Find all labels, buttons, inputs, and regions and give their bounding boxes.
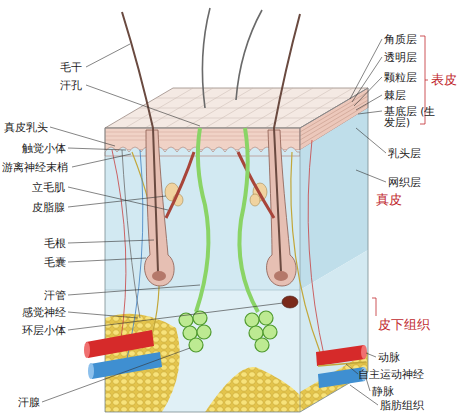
- artery-end: [84, 342, 90, 358]
- part-label: 游离神经末梢: [2, 162, 68, 173]
- vein: [90, 352, 162, 379]
- autonomic-nerve: [318, 362, 366, 366]
- part-label: 基底层 (生发层): [384, 106, 442, 128]
- part-label: 颗粒层: [384, 72, 417, 83]
- sweat-duct: [196, 128, 208, 312]
- bracket: [372, 298, 376, 316]
- hair-bulb: [274, 271, 288, 281]
- part-label: 毛囊: [44, 257, 66, 268]
- hair-bulb: [152, 271, 166, 281]
- part-label: 毛干: [60, 62, 82, 73]
- region-label: 表皮: [431, 73, 457, 87]
- leader-lines: [42, 39, 386, 405]
- part-label: 环层小体: [22, 325, 66, 336]
- part-label: 立毛肌: [32, 182, 65, 193]
- capillary: [308, 140, 325, 360]
- artery-end: [361, 345, 367, 359]
- subcutaneous-layer: [105, 290, 300, 412]
- part-label: 真皮乳头: [4, 122, 48, 133]
- arrector-pili: [166, 152, 194, 218]
- artery: [316, 345, 365, 366]
- hair-shaft: [236, 10, 262, 100]
- part-label: 毛根: [44, 238, 66, 249]
- part-label: 角质层: [384, 34, 417, 45]
- artery: [86, 330, 154, 358]
- vein: [318, 367, 365, 388]
- region-label: 真皮: [376, 193, 402, 207]
- part-label: 动脉: [378, 352, 400, 363]
- vein-end: [88, 363, 94, 379]
- part-label: 汗腺: [18, 397, 40, 408]
- part-label: 静脉: [372, 386, 394, 397]
- hair-shaft: [274, 14, 300, 272]
- hair-shaft: [202, 8, 210, 108]
- part-label: 网织层: [388, 177, 421, 188]
- part-label: 感觉神经: [22, 307, 66, 318]
- pacinian-corpuscle: [282, 296, 298, 308]
- motor-nerve: [291, 152, 320, 352]
- hair-shaft: [122, 12, 158, 272]
- part-label: 透明层: [384, 52, 417, 63]
- region-label: 皮下组织: [378, 318, 430, 332]
- part-label: 棘层: [384, 90, 406, 101]
- part-label: 脂肪组织: [380, 400, 424, 411]
- part-label: 乳头层: [388, 148, 421, 159]
- part-label: 汗管: [44, 290, 66, 301]
- block-edge: [300, 128, 301, 412]
- part-label: 触觉小体: [22, 143, 66, 154]
- part-label: 自主运动神经: [358, 369, 424, 380]
- part-label: 汗孔: [60, 80, 82, 91]
- subcutaneous-side: [300, 250, 368, 412]
- sweat-duct: [239, 128, 258, 312]
- part-label: 皮脂腺: [32, 202, 65, 213]
- sweat-gland: [179, 311, 277, 352]
- fat-tissue: [205, 367, 300, 412]
